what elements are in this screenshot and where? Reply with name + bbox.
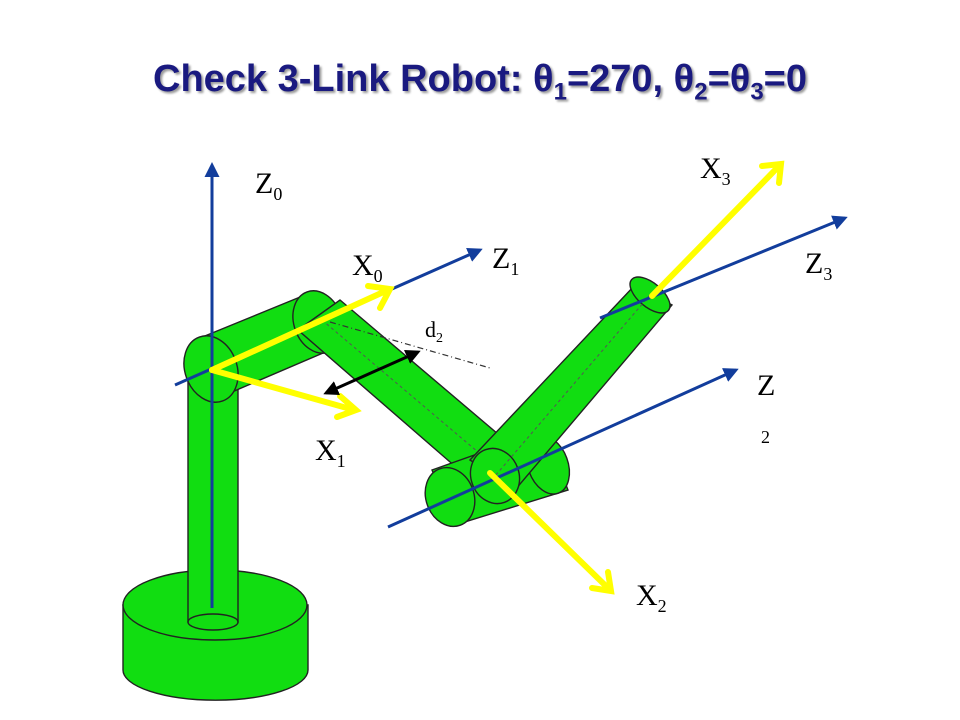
d2-arrow bbox=[323, 350, 421, 395]
theta-2: θ bbox=[673, 58, 695, 100]
x2-label: X2 bbox=[636, 579, 667, 616]
z2-axis bbox=[387, 368, 739, 529]
z0-label: Z0 bbox=[255, 167, 282, 204]
title-prefix: Check 3-Link Robot: bbox=[153, 58, 534, 100]
d2-label: d2 bbox=[425, 317, 443, 346]
theta-1-sub: 1 bbox=[553, 78, 567, 106]
theta-2-sub: 2 bbox=[694, 78, 708, 106]
z1-label: Z1 bbox=[492, 242, 519, 279]
x2-axis bbox=[487, 470, 615, 595]
title-part3: =0 bbox=[763, 58, 807, 100]
z3-axis bbox=[599, 215, 848, 320]
x3-axis bbox=[649, 160, 785, 299]
theta-1: θ bbox=[533, 58, 554, 100]
z2-sub-label: 2 bbox=[761, 427, 770, 447]
x3-label: X3 bbox=[700, 152, 731, 189]
theta-3-sub: 3 bbox=[750, 78, 764, 106]
theta-3: θ bbox=[729, 58, 751, 100]
x1-label: X1 bbox=[315, 434, 346, 471]
z3-label: Z3 bbox=[805, 247, 832, 284]
x0-label: X0 bbox=[352, 249, 383, 286]
x0-axis bbox=[209, 283, 395, 373]
x1-axis bbox=[209, 367, 362, 420]
title-part2: = bbox=[707, 58, 730, 100]
page-title: Check 3-Link Robot: θ1=270, θ2=θ3=0 bbox=[0, 58, 960, 107]
z2-label: Z bbox=[757, 369, 775, 402]
title-part1: =270, bbox=[566, 58, 674, 100]
d2-reference-line bbox=[329, 321, 491, 369]
